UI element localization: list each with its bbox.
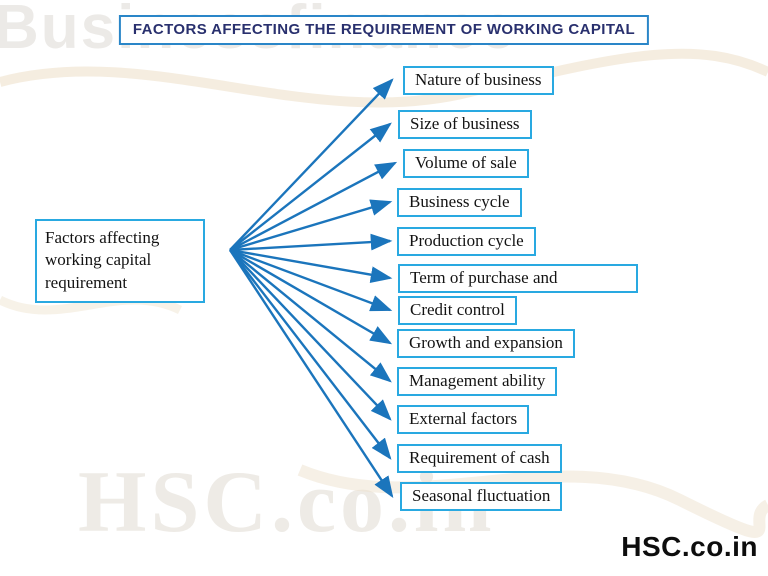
arrow (229, 249, 392, 421)
arrow (229, 248, 393, 312)
factor-box-seasonal-fluctuation: Seasonal fluctuation (400, 482, 563, 511)
arrow (229, 233, 393, 252)
factor-box-business-cycle: Business cycle (397, 188, 522, 217)
diagram-title: FACTORS AFFECTING THE REQUIREMENT OF WOR… (118, 15, 650, 45)
factor-box-requirement-of-cash: Requirement of cash (397, 444, 562, 473)
arrow (229, 248, 393, 345)
arrow (229, 161, 398, 252)
arrow (229, 248, 393, 283)
arrow (229, 249, 392, 383)
factor-box-production-cycle: Production cycle (397, 227, 536, 256)
arrow-group (228, 78, 398, 499)
factor-box-growth-and-expansion: Growth and expansion (397, 329, 575, 358)
arrow (229, 78, 394, 251)
factor-box-term-of-purchase: Term of purchase and (398, 264, 638, 293)
root-factor-box: Factors affecting working capital requir… (35, 219, 205, 304)
factor-box-external-factors: External factors (397, 405, 530, 434)
factor-box-management-ability: Management ability (397, 367, 558, 396)
factor-box-nature-of-business: Nature of business (403, 66, 554, 95)
factor-box-credit-control: Credit control (398, 296, 517, 325)
factor-box-volume-of-sale: Volume of sale (403, 149, 529, 178)
arrow (229, 199, 393, 252)
arrow (229, 122, 392, 251)
factor-box-size-of-business: Size of business (398, 110, 532, 139)
arrow (229, 249, 392, 460)
brand-text: HSC.co.in (621, 531, 758, 562)
